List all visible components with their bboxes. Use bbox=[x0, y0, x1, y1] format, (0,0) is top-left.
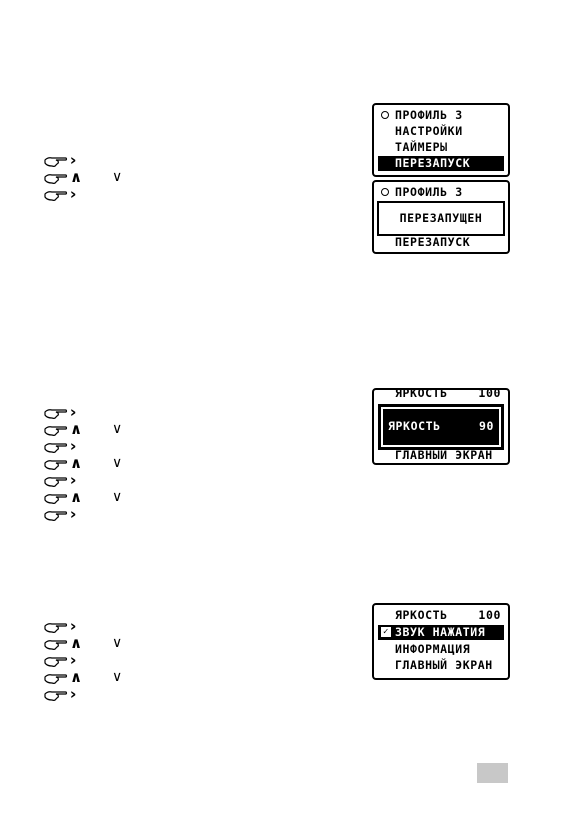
chevron-right-icon: › bbox=[69, 403, 77, 421]
chevron-right-icon: › bbox=[69, 185, 77, 203]
menu-row-selected: ПЕРЕЗАПУСК bbox=[378, 156, 504, 171]
chevron-down-icon: ∨ bbox=[112, 635, 123, 651]
chevron-up-icon: ∧ bbox=[70, 668, 83, 686]
menu-row: ПЕРЕЗАПУСК bbox=[395, 235, 471, 249]
menu-row: ЯРКОСТЬ 100 bbox=[395, 388, 501, 400]
pointing-hand-icon bbox=[44, 443, 68, 453]
menu-row: НАСТРОЙКИ bbox=[395, 124, 463, 138]
instruction-steps-3: › ∧ ∨ › ∧ ∨ › bbox=[44, 617, 154, 705]
chevron-right-icon: › bbox=[69, 505, 77, 523]
step: › bbox=[44, 185, 154, 205]
step: › bbox=[44, 403, 154, 423]
pointing-hand-icon bbox=[44, 494, 68, 504]
pointing-hand-icon bbox=[44, 691, 68, 701]
chevron-right-icon: › bbox=[69, 151, 77, 169]
chevron-down-icon: ∨ bbox=[112, 169, 123, 185]
chevron-down-icon: ∨ bbox=[112, 669, 123, 685]
step: › bbox=[44, 471, 154, 491]
menu-row: ПРОФИЛЬ 3 bbox=[379, 185, 503, 200]
step: › bbox=[44, 617, 154, 637]
step: ∧ ∨ bbox=[44, 488, 154, 508]
step: ∧ ∨ bbox=[44, 454, 154, 474]
pointing-hand-icon bbox=[44, 640, 68, 650]
lcd-screen-restart-menu: ПРОФИЛЬ 3 НАСТРОЙКИ ТАЙМЕРЫ ПЕРЕЗАПУСК bbox=[372, 103, 510, 177]
pointing-hand-icon bbox=[44, 477, 68, 487]
menu-row: ГЛАВНЫЙ ЭКРАН bbox=[395, 448, 493, 462]
step: › bbox=[44, 685, 154, 705]
chevron-right-icon: › bbox=[69, 437, 77, 455]
pointing-hand-icon bbox=[44, 174, 68, 184]
menu-row: ИНФОРМАЦИЯ bbox=[395, 642, 471, 656]
checkbox-checked-icon: ✓ bbox=[381, 627, 391, 637]
step: › bbox=[44, 437, 154, 457]
restarted-popup: ПЕРЕЗАПУЩЕН bbox=[377, 201, 505, 236]
instruction-steps-2: › ∧ ∨ › ∧ ∨ › ∧ ∨ › bbox=[44, 403, 154, 525]
step: ∧ ∨ bbox=[44, 668, 154, 688]
lcd-screen-settings-menu: ЯРКОСТЬ 100 ✓ ЗВУК НАЖАТИЯ ИНФОРМАЦИЯ ГЛ… bbox=[372, 603, 510, 680]
pointing-hand-icon bbox=[44, 409, 68, 419]
step: ∧ ∨ bbox=[44, 420, 154, 440]
circle-icon bbox=[381, 111, 389, 119]
step: › bbox=[44, 651, 154, 671]
pointing-hand-icon bbox=[44, 157, 68, 167]
instruction-steps-1: › ∧ ∨ › bbox=[44, 151, 154, 205]
step: › bbox=[44, 505, 154, 525]
chevron-right-icon: › bbox=[69, 471, 77, 489]
pointing-hand-icon bbox=[44, 674, 68, 684]
chevron-up-icon: ∧ bbox=[70, 488, 83, 506]
pointing-hand-icon bbox=[44, 623, 68, 633]
lcd-screen-restarted: ПРОФИЛЬ 3 ПЕРЕЗАПУЩЕН ПЕРЕЗАПУСК bbox=[372, 180, 510, 254]
circle-icon bbox=[381, 188, 389, 196]
pointing-hand-icon bbox=[44, 426, 68, 436]
menu-row: ПРОФИЛЬ 3 bbox=[379, 108, 503, 123]
brightness-popup: ЯРКОСТЬ 90 bbox=[378, 404, 504, 450]
lcd-screen-brightness: ЯРКОСТЬ 100 ЯРКОСТЬ 90 ГЛАВНЫЙ ЭКРАН bbox=[372, 388, 510, 465]
chevron-down-icon: ∨ bbox=[112, 455, 123, 471]
step: › bbox=[44, 151, 154, 171]
menu-row: ТАЙМЕРЫ bbox=[395, 140, 448, 154]
menu-row: ГЛАВНЫЙ ЭКРАН bbox=[395, 658, 493, 672]
chevron-down-icon: ∨ bbox=[112, 489, 123, 505]
chevron-right-icon: › bbox=[69, 651, 77, 669]
chevron-up-icon: ∧ bbox=[70, 420, 83, 438]
chevron-up-icon: ∧ bbox=[70, 168, 83, 186]
pointing-hand-icon bbox=[44, 460, 68, 470]
pointing-hand-icon bbox=[44, 511, 68, 521]
step: ∧ ∨ bbox=[44, 634, 154, 654]
pointing-hand-icon bbox=[44, 657, 68, 667]
chevron-right-icon: › bbox=[69, 685, 77, 703]
chevron-up-icon: ∧ bbox=[70, 454, 83, 472]
menu-row: ЯРКОСТЬ 100 bbox=[395, 608, 501, 622]
chevron-up-icon: ∧ bbox=[70, 634, 83, 652]
pointing-hand-icon bbox=[44, 191, 68, 201]
step: ∧ ∨ bbox=[44, 168, 154, 188]
chevron-right-icon: › bbox=[69, 617, 77, 635]
chevron-down-icon: ∨ bbox=[112, 421, 123, 437]
page-number-box bbox=[477, 763, 508, 783]
menu-row-selected: ✓ ЗВУК НАЖАТИЯ bbox=[378, 625, 504, 640]
